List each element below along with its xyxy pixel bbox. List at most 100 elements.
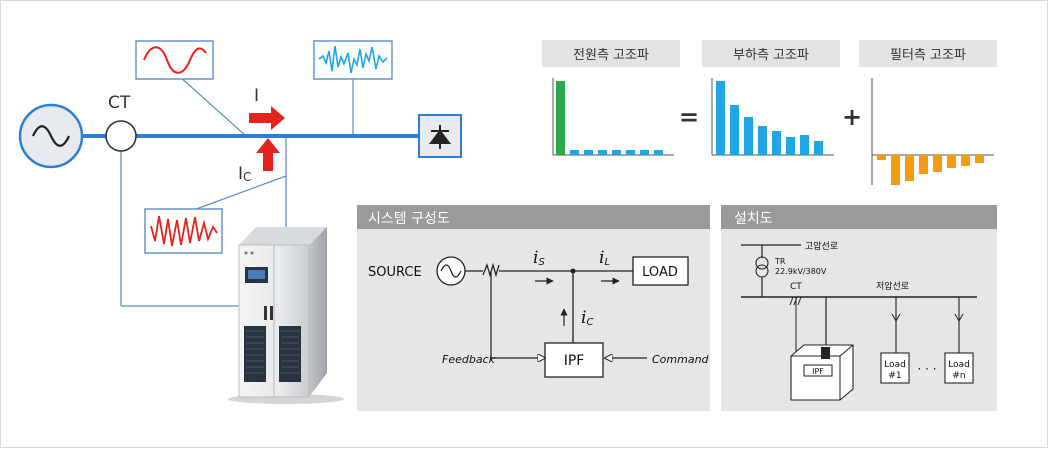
load-harmonic-title: 부하측 고조파 <box>733 48 809 63</box>
cabinet-lamp <box>244 251 248 255</box>
hv-line-label: 고압선로 <box>805 240 838 252</box>
system-panel-header <box>357 205 710 229</box>
left-schematic: CT I IC <box>18 40 462 307</box>
ipf-terminal <box>821 347 830 359</box>
sine-glyph <box>440 264 462 278</box>
ipf-nameplate <box>803 364 833 377</box>
harmonic-bar <box>933 155 942 172</box>
harmonic-bar <box>758 126 767 155</box>
system-panel-bg <box>357 205 710 411</box>
harmonic-bar <box>654 150 663 155</box>
harmonic-bar <box>640 150 649 155</box>
equals-sign: = <box>679 103 699 131</box>
current-i-label: I <box>254 86 259 106</box>
sine-glyph <box>32 125 70 147</box>
cabinet-top <box>239 227 327 245</box>
harmonic-bar <box>772 131 781 155</box>
breaker-icon <box>954 313 964 323</box>
harmonic-bar <box>584 150 593 155</box>
harmonic-bar <box>730 105 739 155</box>
install-panel-title: 설치도 <box>734 211 773 227</box>
system-config-panel: 시스템 구성도 SOURCE LOAD iS iL iC IPF Feedbac… <box>357 205 710 411</box>
diode-glyph <box>429 125 451 149</box>
harmonic-bar <box>891 155 900 185</box>
fundamental-bar <box>556 81 565 155</box>
installation-panel: 설치도 고압선로 TR 22.9kV/380V 저압선로 CT IPF Load… <box>721 205 997 411</box>
plus-sign: + <box>842 103 862 131</box>
harmonic-bar <box>598 150 607 155</box>
is-label: iS <box>533 248 545 268</box>
ipf-box <box>544 342 604 378</box>
loadn-box <box>944 352 974 384</box>
ellipsis-dots: · · · <box>917 362 936 376</box>
loadn-label: Load <box>948 360 970 370</box>
cabinet-side <box>309 227 327 397</box>
install-panel-header <box>721 205 997 229</box>
ipf-cabinet-image <box>228 227 344 404</box>
ipf-unit-edge <box>839 344 854 357</box>
tr-label: TR <box>774 257 786 266</box>
vent-grille <box>246 330 299 374</box>
sine-wave-icon <box>143 46 207 74</box>
load-label: LOAD <box>642 265 678 280</box>
harmonic-bar <box>612 150 621 155</box>
lv-line-label: 저압선로 <box>876 280 909 292</box>
source-harmonic-title: 전원측 고조파 <box>573 48 649 63</box>
filter-harmonic-bars <box>877 155 984 185</box>
loadn-number: #n <box>952 371 965 381</box>
cabinet-lamp <box>250 251 254 255</box>
harmonic-bar <box>570 150 579 155</box>
load-harmonic-title-bg <box>702 40 840 67</box>
harmonic-bar <box>800 135 809 155</box>
harmonic-spectra: 전원측 고조파 부하측 고조파 필터측 고조파 = <box>542 40 997 185</box>
compensation-current-arrow <box>256 138 280 171</box>
cabinet-handle <box>264 306 267 320</box>
ipf-label: IPF <box>564 353 585 369</box>
load-box <box>632 256 689 286</box>
distorted-wave-icon <box>318 45 388 74</box>
source-waveform-box <box>135 40 214 80</box>
cabinet-vent <box>279 326 301 382</box>
harmonic-bar <box>716 81 725 155</box>
harmonic-bar <box>975 155 984 163</box>
source-label: SOURCE <box>368 265 422 280</box>
source-harmonic-bars <box>570 150 663 155</box>
load1-number: #1 <box>888 371 901 381</box>
ipf-install-label: IPF <box>812 367 824 376</box>
cabinet-display-screen <box>248 270 265 279</box>
tr-rating-label: 22.9kV/380V <box>775 267 827 276</box>
harmonic-bar <box>744 117 753 155</box>
harmonic-bar <box>905 155 914 181</box>
il-label: iL <box>599 248 610 268</box>
load1-box <box>880 352 910 384</box>
filter-wave-leader <box>190 175 287 212</box>
harmonic-bar <box>947 155 956 168</box>
ct-icon <box>105 120 137 152</box>
transformer-icon <box>755 256 769 270</box>
cabinet-vent <box>244 326 266 382</box>
harmonic-bar <box>814 141 823 155</box>
harmonic-bar <box>961 155 970 166</box>
cabinet-handle <box>270 306 273 320</box>
feedback-line <box>490 271 545 358</box>
load-current-arrow <box>249 106 285 130</box>
ct-coil-icon <box>482 262 500 278</box>
command-label: Command <box>652 353 710 366</box>
breaker-icon <box>891 313 901 323</box>
source-harmonic-title-bg <box>542 40 680 67</box>
filter-harmonic-title: 필터측 고조파 <box>890 48 966 63</box>
load-harmonic-bars <box>716 81 823 155</box>
ic-label: iC <box>581 308 593 328</box>
load1-label: Load <box>884 360 906 370</box>
harmonic-bar <box>877 155 886 160</box>
feedback-label: Feedback <box>442 353 496 366</box>
source-wave-leader <box>178 75 247 137</box>
filter-harmonic-title-bg <box>859 40 997 67</box>
harmonic-bar <box>919 155 928 174</box>
harmonic-bar <box>626 150 635 155</box>
harmonic-bar <box>786 137 795 155</box>
ct-label: CT <box>108 93 131 113</box>
system-panel-title: 시스템 구성도 <box>368 211 450 227</box>
